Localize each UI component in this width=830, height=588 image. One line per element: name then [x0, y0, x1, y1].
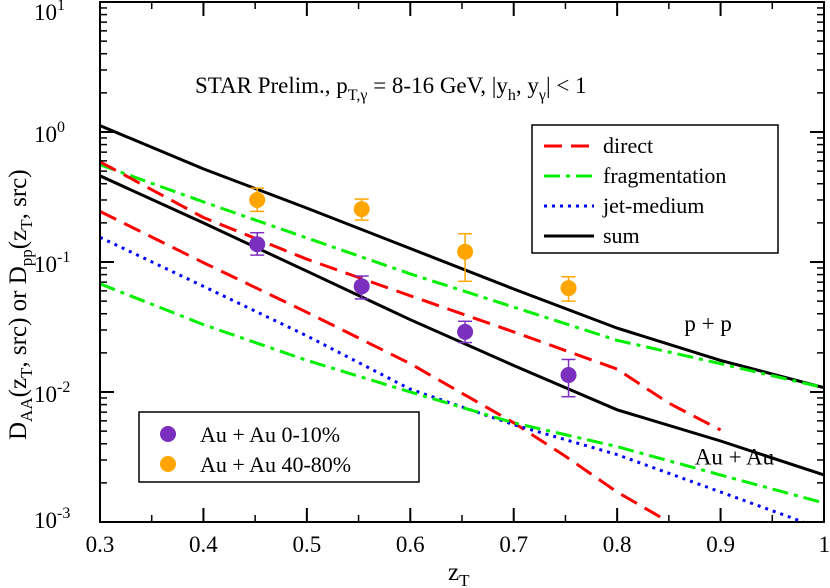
marker — [249, 191, 266, 208]
data-point-peripheral — [249, 187, 266, 213]
curve-fragmentation-pp — [100, 163, 824, 390]
data-point-central — [560, 358, 577, 398]
x-axis-label: zT — [448, 559, 470, 588]
x-tick-label: 1 — [819, 532, 830, 557]
data-point-peripheral — [353, 198, 370, 221]
curve-jet-medium-auau — [100, 235, 804, 522]
legend-label-jet-medium: jet-medium — [602, 193, 704, 218]
legend-marker-central — [160, 426, 176, 442]
y-tick-label: 100 — [34, 119, 65, 147]
data-point-central — [249, 231, 266, 256]
marker — [353, 201, 370, 218]
annotation-pp: p + p — [684, 311, 731, 336]
data-point-central — [353, 275, 370, 300]
curve-direct-pp — [100, 160, 722, 432]
data-point-peripheral — [457, 232, 474, 283]
marker — [457, 323, 474, 340]
x-tick-label: 0.3 — [86, 532, 115, 557]
curve-fragmentation-auau — [100, 282, 824, 505]
curve-sum-pp — [100, 124, 824, 390]
x-tick-label: 0.9 — [706, 532, 735, 557]
data-point-peripheral — [560, 276, 577, 302]
x-tick-label: 0.6 — [396, 532, 425, 557]
chart-title: STAR Prelim., pT,γ = 8-16 GeV, |yh, yγ| … — [195, 73, 587, 104]
curve-direct-auau — [100, 210, 670, 522]
annotation-auau: Au + Au — [695, 444, 775, 469]
y-tick-label: 10-3 — [34, 505, 70, 533]
legend-label-central: Au + Au 0-10% — [200, 422, 340, 447]
y-axis-label: DAA(zT, src) or Dpp(zT, src) — [5, 169, 36, 440]
y-tick-label: 101 — [34, 0, 65, 25]
legend-marker-peripheral — [160, 456, 176, 472]
x-tick-label: 0.5 — [292, 532, 321, 557]
marker — [560, 367, 577, 384]
marker — [249, 236, 266, 253]
x-tick-label: 0.7 — [499, 532, 528, 557]
legend-label-sum: sum — [603, 223, 640, 248]
marker — [560, 280, 577, 297]
x-tick-label: 0.4 — [189, 532, 218, 557]
legend-label-fragmentation: fragmentation — [603, 163, 726, 188]
line-legend-box — [531, 124, 779, 254]
data-point-central — [457, 320, 474, 344]
marker — [457, 243, 474, 260]
line-legend: direct fragmentation jet-medium sum — [531, 124, 779, 254]
ticks-group: 0.3 0.4 0.5 0.6 0.7 0.8 0.9 1 101 100 10-1 10-2 10-3 — [34, 0, 830, 557]
data-points-group — [249, 187, 577, 398]
y-tick-label: 10-2 — [34, 379, 70, 407]
y-tick-label: 10-1 — [34, 249, 70, 277]
legend-label-peripheral: Au + Au 40-80% — [200, 452, 351, 477]
curves-group — [100, 124, 824, 522]
legend-label-direct: direct — [603, 133, 653, 158]
point-legend: Au + Au 0-10% Au + Au 40-80% — [138, 411, 420, 483]
annotations-group: p + p Au + Au — [684, 311, 774, 469]
x-tick-label: 0.8 — [603, 532, 632, 557]
marker — [353, 278, 370, 295]
point-legend-box — [138, 411, 420, 483]
